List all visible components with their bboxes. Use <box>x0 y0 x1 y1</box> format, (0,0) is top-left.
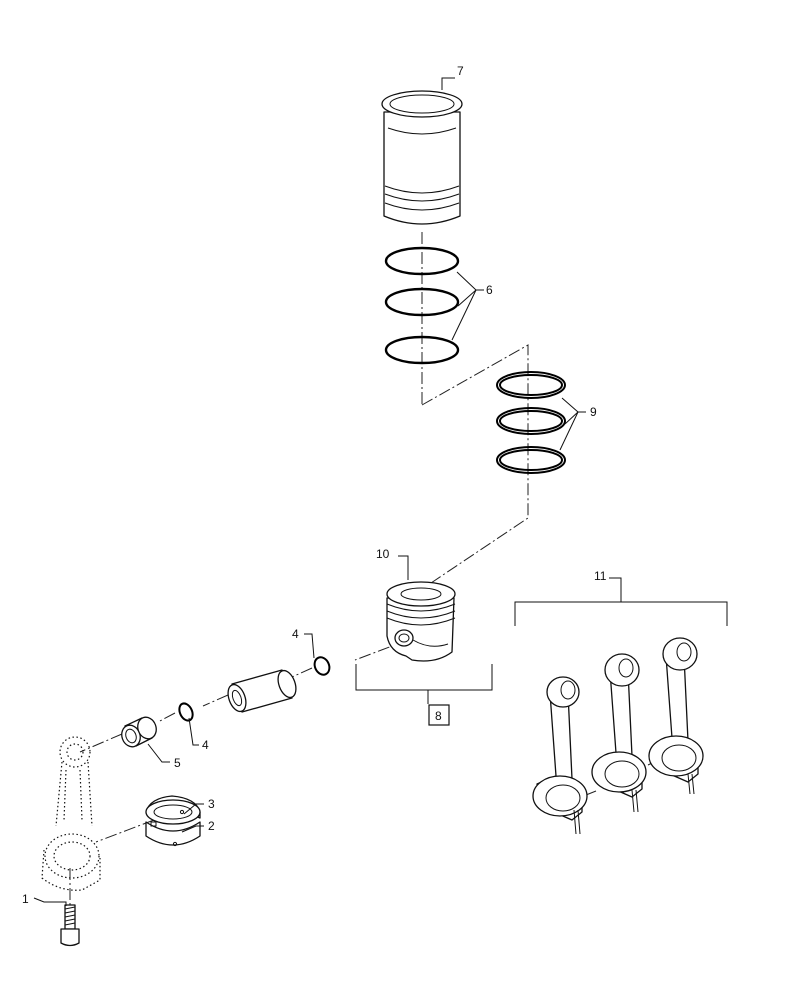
callout-4-upper: 4 <box>292 627 299 641</box>
piston <box>386 581 456 662</box>
callout-10: 10 <box>376 547 390 561</box>
callout-5: 5 <box>174 756 181 770</box>
piston-rings <box>496 371 566 474</box>
connecting-rod-bearing-shells <box>145 795 201 847</box>
connecting-rod-bolt <box>60 904 80 947</box>
snap-ring-upper <box>313 656 331 676</box>
piston-pin <box>227 669 297 713</box>
connecting-rod-3 <box>648 637 704 795</box>
callout-11: 11 <box>594 569 607 583</box>
assembly-centerlines <box>69 232 529 905</box>
connecting-rod-2 <box>591 653 647 813</box>
small-end-bushing <box>121 716 157 748</box>
callout-7: 7 <box>457 64 464 78</box>
callout-3: 3 <box>208 797 215 811</box>
connecting-rod-assembly-set <box>532 637 704 835</box>
cylinder-liner <box>381 90 463 225</box>
callout-1: 1 <box>22 892 29 906</box>
callout-4-lower: 4 <box>202 738 209 752</box>
callout-labels: 1 2 3 4 4 5 6 7 8 9 10 11 <box>22 64 607 906</box>
reference-box-8 <box>428 704 450 726</box>
leader-lines <box>33 77 728 906</box>
callout-8: 8 <box>435 709 442 723</box>
liner-o-rings <box>384 246 460 365</box>
snap-ring-lower <box>178 702 194 722</box>
callout-9: 9 <box>590 405 597 419</box>
callout-2: 2 <box>208 819 215 833</box>
connecting-rod-1 <box>532 676 588 835</box>
callout-6: 6 <box>486 283 493 297</box>
connecting-rod-outline <box>41 736 101 891</box>
